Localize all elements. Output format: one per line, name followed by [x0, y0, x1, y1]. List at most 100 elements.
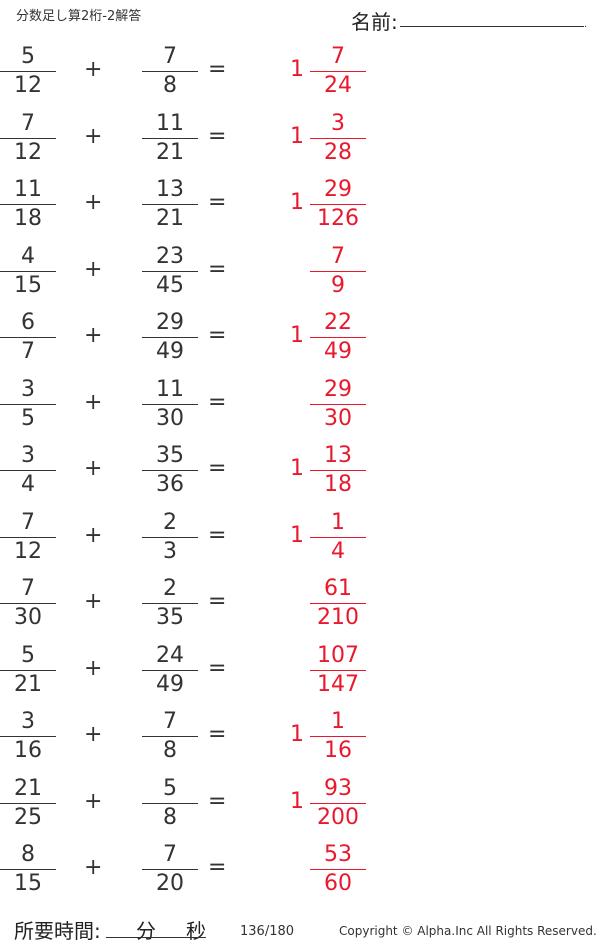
fraction-bar	[142, 869, 198, 870]
plus-sign: +	[84, 123, 103, 149]
fraction-bar	[310, 337, 366, 338]
problem-row: 7 12 + 11 21 =1 3 28	[0, 111, 600, 204]
plus-sign: +	[84, 855, 103, 880]
fraction-bar	[0, 137, 56, 139]
problem-row: 3 5 + 11 30 = 29 30	[0, 377, 600, 470]
equals-sign: =	[208, 57, 227, 82]
denominator: 20	[156, 871, 184, 896]
numerator: 7	[21, 110, 35, 136]
fraction-bar	[310, 71, 366, 72]
numerator: 3	[331, 110, 345, 136]
answer-whole: 1	[290, 57, 304, 82]
numerator: 7	[163, 44, 177, 69]
plus-sign: +	[84, 256, 103, 282]
answer-whole: 1	[290, 190, 304, 215]
fraction-bar	[142, 204, 198, 205]
denominator: 49	[324, 339, 352, 364]
denominator: 21	[156, 206, 184, 231]
denominator: 30	[156, 405, 184, 431]
equals-sign: =	[208, 589, 227, 614]
copyright: Copyright © Alpha.Inc All Rights Reserve…	[339, 924, 597, 938]
answer-whole: 1	[290, 323, 304, 348]
fraction-bar	[310, 470, 366, 471]
page-number: 136/180	[240, 924, 295, 939]
fraction-bar	[142, 71, 198, 72]
problem-row: 3 4 + 35 36 =1 13 18	[0, 444, 600, 536]
denominator: 9	[331, 272, 345, 298]
denominator: 36	[156, 472, 184, 497]
equals-sign: =	[208, 190, 227, 215]
fraction-bar	[142, 270, 198, 272]
answer-whole: 1	[290, 123, 304, 149]
numerator: 1	[331, 709, 345, 734]
denominator: 30	[14, 605, 42, 630]
denominator: 5	[21, 405, 35, 431]
numerator: 3	[21, 376, 35, 402]
fraction-bar	[0, 470, 56, 471]
name-label: 名前:	[351, 10, 398, 34]
name-field[interactable]	[400, 26, 584, 27]
plus-sign: +	[84, 323, 103, 348]
numerator: 1	[331, 509, 345, 535]
plus-sign: +	[84, 655, 103, 681]
numerator: 93	[324, 775, 352, 801]
fraction-bar	[142, 669, 198, 671]
problem-row: 5 21 + 24 49 = 107 147	[0, 643, 600, 736]
numerator: 53	[324, 842, 352, 867]
numerator: 21	[14, 775, 42, 801]
worksheet-title: 分数足し算2桁-2解答	[16, 9, 142, 24]
numerator: 6	[21, 310, 35, 335]
denominator: 25	[14, 804, 42, 830]
numerator: 29	[324, 177, 352, 202]
problem-row: 3 16 + 7 8 =1 1 16	[0, 710, 600, 802]
seconds-label: 秒	[186, 919, 206, 943]
fraction-bar	[0, 403, 56, 405]
fraction-bar	[0, 603, 56, 604]
fraction-bar	[310, 270, 366, 272]
numerator: 22	[324, 310, 352, 335]
denominator: 30	[324, 405, 352, 431]
fraction-bar	[0, 736, 56, 737]
plus-sign: +	[84, 589, 103, 614]
plus-sign: +	[84, 788, 103, 814]
denominator: 7	[21, 339, 35, 364]
numerator: 7	[331, 44, 345, 69]
denominator: 18	[324, 472, 352, 497]
fraction-bar	[142, 736, 198, 737]
numerator: 7	[163, 842, 177, 867]
fraction-bar	[142, 603, 198, 604]
denominator: 4	[331, 538, 345, 564]
fraction-bar	[310, 669, 366, 671]
denominator: 8	[163, 804, 177, 830]
numerator: 23	[156, 243, 184, 269]
denominator: 15	[14, 272, 42, 298]
time-field[interactable]	[106, 937, 206, 938]
fraction-bar	[142, 470, 198, 471]
numerator: 5	[21, 642, 35, 668]
equals-sign: =	[208, 788, 227, 814]
denominator: 8	[163, 738, 177, 763]
problem-row: 8 15 + 7 20 = 53 60	[0, 843, 600, 935]
answer-whole: 1	[290, 522, 304, 548]
denominator: 49	[156, 671, 184, 697]
denominator: 200	[317, 804, 359, 830]
name-end-dot: .	[584, 19, 588, 30]
answer-whole: 1	[290, 722, 304, 747]
plus-sign: +	[84, 722, 103, 747]
problem-row: 21 25 + 5 8 =1 93 200	[0, 776, 600, 869]
numerator: 107	[317, 642, 359, 668]
denominator: 45	[156, 272, 184, 298]
equals-sign: =	[208, 722, 227, 747]
fraction-bar	[0, 536, 56, 538]
problem-row: 7 12 + 2 3 =1 1 4	[0, 510, 600, 603]
equals-sign: =	[208, 323, 227, 348]
numerator: 24	[156, 642, 184, 668]
plus-sign: +	[84, 389, 103, 415]
fraction-bar	[0, 669, 56, 671]
fraction-bar	[310, 536, 366, 538]
numerator: 13	[324, 443, 352, 468]
numerator: 11	[156, 110, 184, 136]
problem-row: 6 7 + 29 49 =1 22 49	[0, 311, 600, 403]
fraction-bar	[0, 71, 56, 72]
numerator: 5	[21, 44, 35, 69]
